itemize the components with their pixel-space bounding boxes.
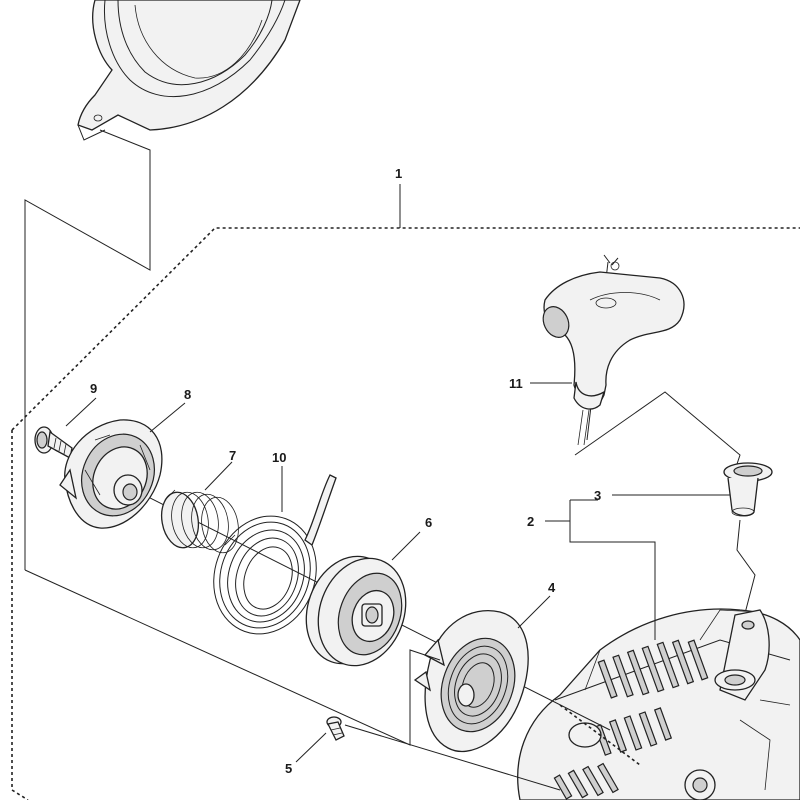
leader-2 <box>569 500 656 640</box>
part-4-spring-cassette <box>413 610 529 753</box>
callout-1: 1 <box>395 166 402 181</box>
rope-path-lines <box>574 391 741 471</box>
callout-6: 6 <box>425 515 432 530</box>
fan-cover-part <box>77 0 301 141</box>
callout-9: 9 <box>90 381 97 396</box>
housing-vent-slots <box>553 639 709 800</box>
part-6-rope-pulley <box>305 555 407 667</box>
leader-9 <box>65 397 97 427</box>
callout-3: 3 <box>594 488 601 503</box>
callout-5: 5 <box>285 761 292 776</box>
assembly-axis-dotted <box>559 704 641 766</box>
leader-8 <box>149 402 186 433</box>
leader-7 <box>204 461 233 491</box>
fan-cover-bracket-lines <box>24 129 151 570</box>
part-10-recoil-spring <box>213 474 337 635</box>
part-2-starter-housing <box>517 608 800 800</box>
leader-4 <box>517 595 551 629</box>
callout-2: 2 <box>527 514 534 529</box>
part-5-screw <box>326 716 345 741</box>
leader-6 <box>391 531 421 561</box>
callout-7: 7 <box>229 448 236 463</box>
callout-4: 4 <box>548 580 556 595</box>
assembly-boundary <box>11 227 800 800</box>
part-3-rope-guide <box>723 462 773 517</box>
part-11-starter-handle <box>542 254 685 446</box>
callout-8: 8 <box>184 387 191 402</box>
leader-5 <box>295 732 327 763</box>
callout-11: 11 <box>509 376 523 391</box>
assembly-bracket-lines <box>24 569 441 746</box>
part-7-coil-spring <box>160 489 239 554</box>
assembly-bracket-lower <box>344 724 561 791</box>
callout-10: 10 <box>272 450 286 465</box>
part-8-pulley-carrier <box>59 419 163 529</box>
part-9-screw <box>34 426 73 459</box>
